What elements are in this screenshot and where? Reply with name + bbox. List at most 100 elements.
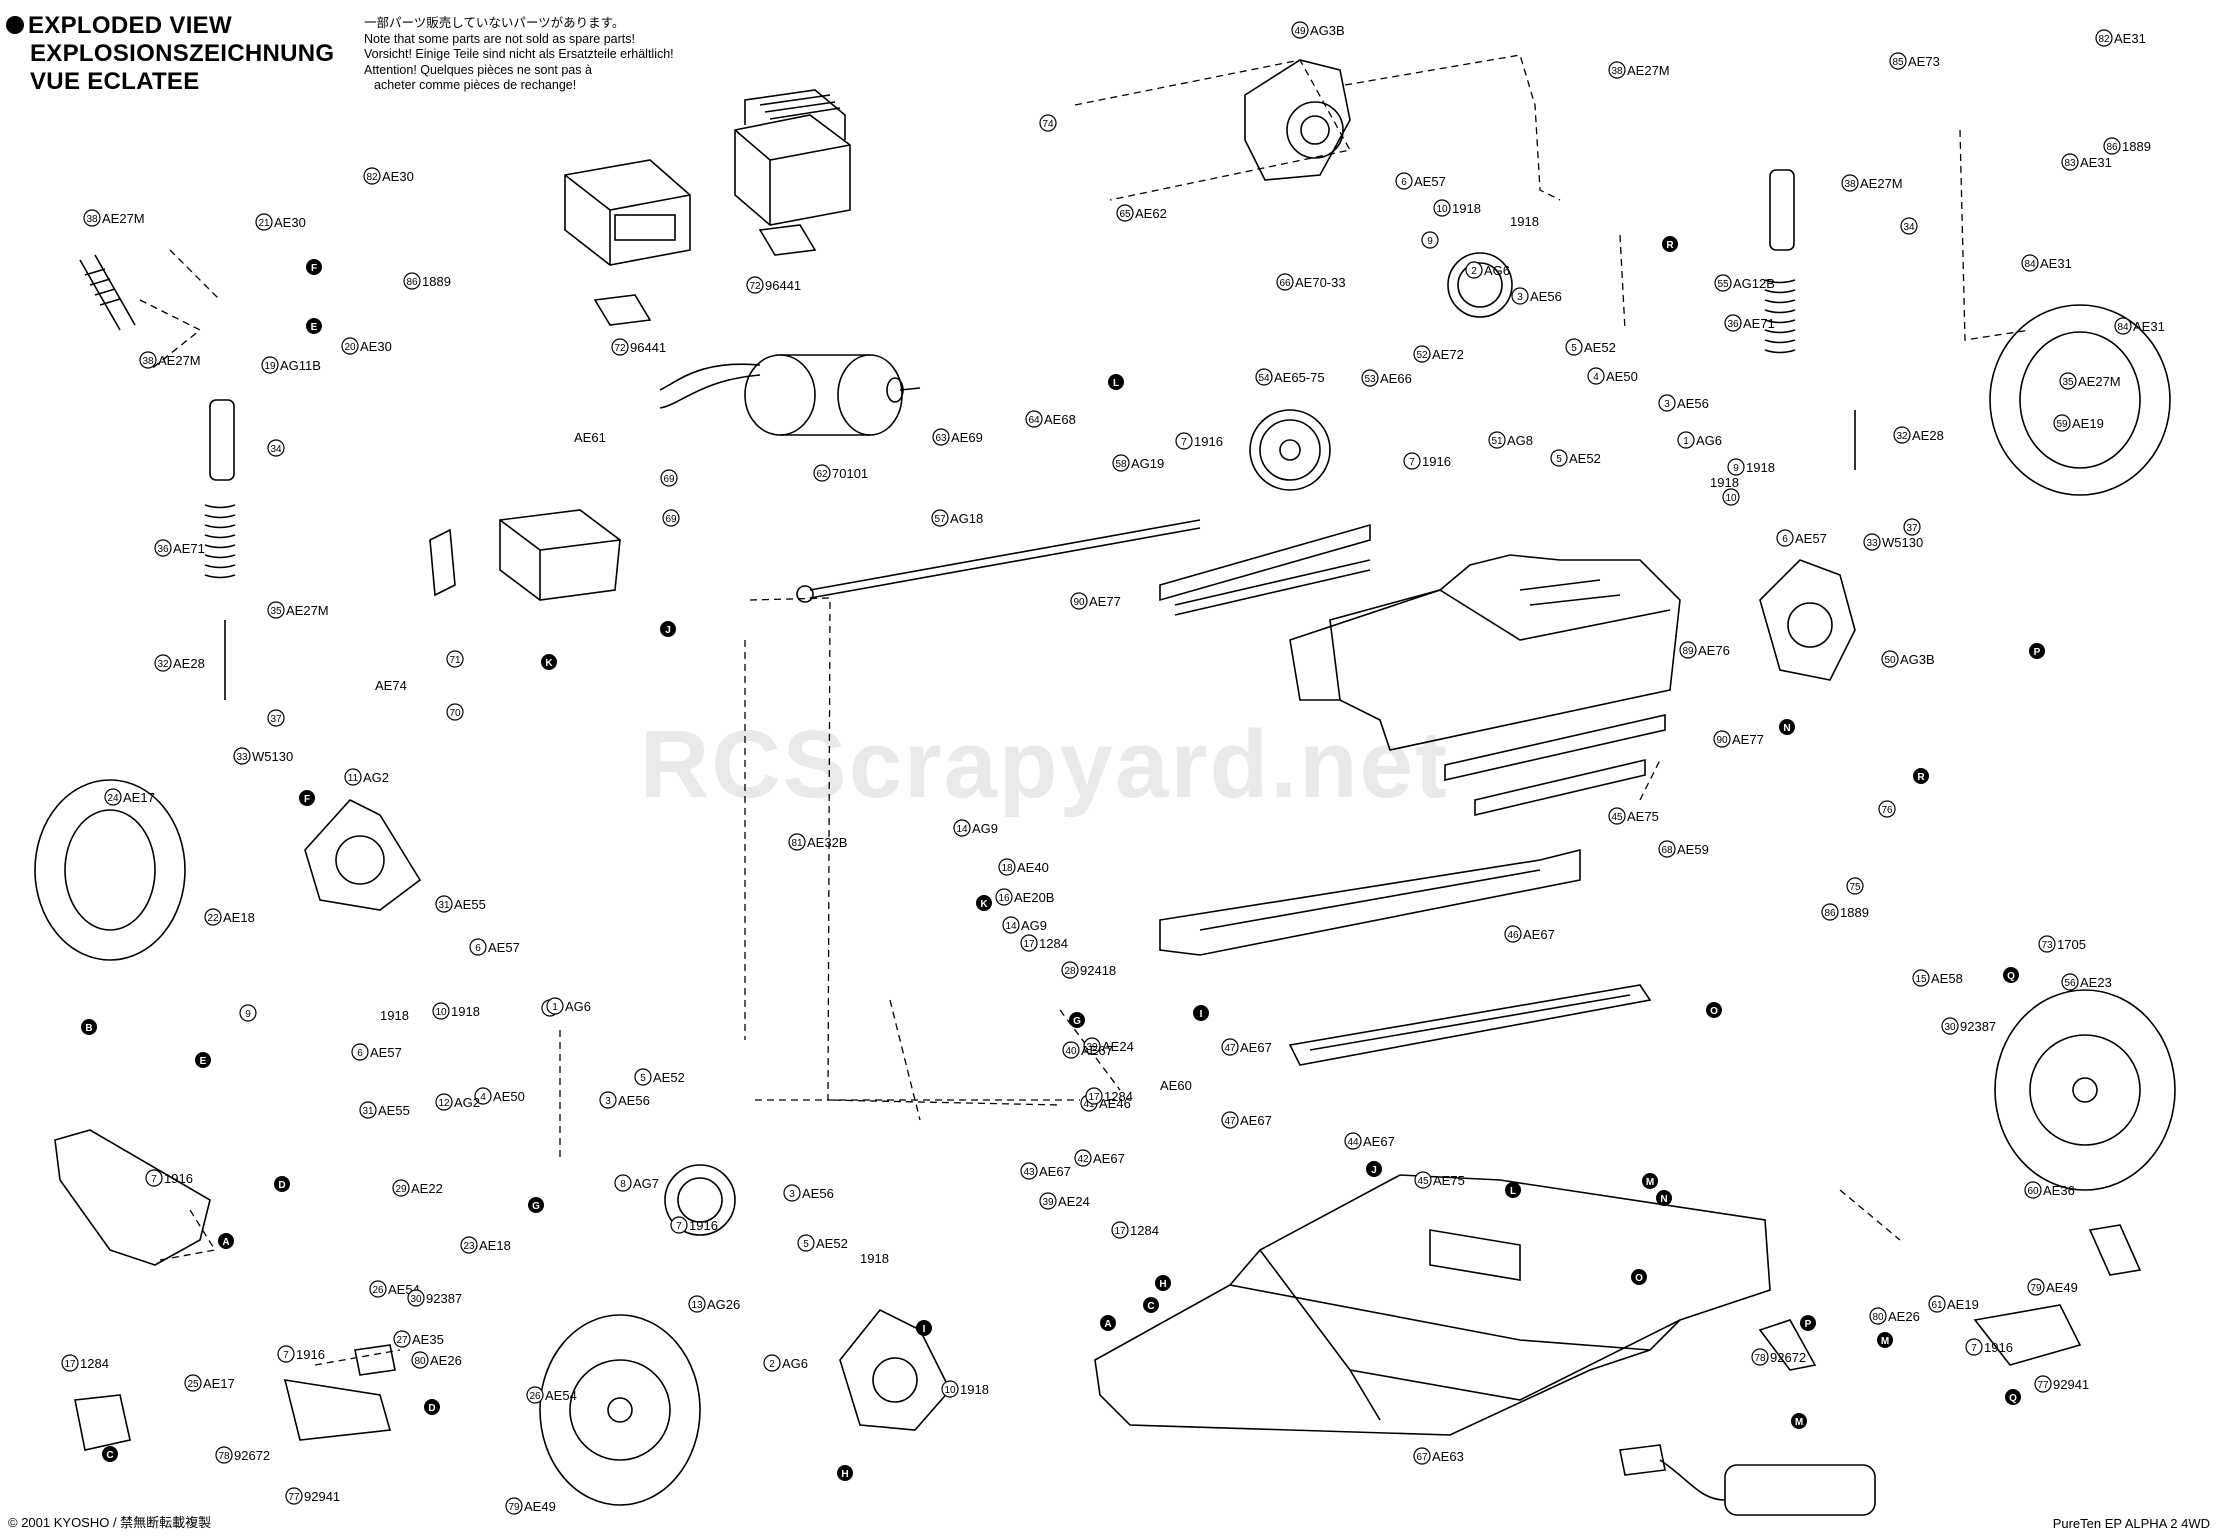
callout-number: 38: [86, 214, 98, 225]
callout-number: 33: [1866, 538, 1878, 549]
marker-dot: [837, 1465, 853, 1481]
callout-number-circle: [783, 1184, 801, 1202]
callout-part-code: 1916: [1422, 454, 1451, 469]
callout-number-circle: [546, 997, 564, 1015]
callout-number: 3: [789, 1189, 795, 1200]
callout-part-code: 1916: [1984, 1340, 2013, 1355]
callout-part-code: AE59: [1677, 842, 1709, 857]
callout-part-code: 1918: [1746, 460, 1775, 475]
callout-part-code: AE71: [173, 541, 205, 556]
callout-number: 5: [1556, 454, 1562, 465]
marker-letter: M: [1881, 1336, 1889, 1347]
callout-number-circle: [1724, 314, 1742, 332]
callout-part-code: AG3B: [1310, 23, 1345, 38]
callout-part-code: 92418: [1080, 963, 1116, 978]
callout-number: 56: [2064, 978, 2076, 989]
callout-number-circle: [1061, 961, 1079, 979]
marker-dot: [1642, 1173, 1658, 1189]
part-callout: 71: [446, 650, 464, 668]
callout-part-code: 1889: [2122, 139, 2151, 154]
callout-number-circle: [2061, 973, 2079, 991]
callout-number-circle: [215, 1446, 233, 1464]
part-callout: 34: [1900, 217, 1918, 235]
rear-left-wheel: [539, 1314, 701, 1506]
callout-number-circle: [763, 1354, 781, 1372]
callout-number-circle: [255, 213, 273, 231]
shock-body-left: [204, 399, 236, 700]
callout-part-code: AE17: [203, 1376, 235, 1391]
shock-front-left: [79, 254, 136, 331]
callout-part-code: AE73: [1908, 54, 1940, 69]
callout-number: 79: [2030, 1283, 2042, 1294]
callout-part-code: AE67: [1081, 1043, 1113, 1058]
callout-number: 33: [236, 752, 248, 763]
callout-part-code: 92672: [234, 1448, 270, 1463]
callout-number: 26: [529, 1391, 541, 1402]
marker-letter: C: [1147, 1301, 1154, 1312]
front-bumper: [54, 1129, 211, 1266]
marker-dot: [218, 1233, 234, 1249]
marker-letter: L: [1113, 378, 1119, 389]
callout-part-code: AE57: [370, 1045, 402, 1060]
callout-part-code: AE67: [1093, 1151, 1125, 1166]
callout-number: 17: [64, 1359, 76, 1370]
callout-number: 78: [218, 1451, 230, 1462]
part-callout: 70: [446, 703, 464, 721]
callout-part-code: AG2: [454, 1095, 480, 1110]
callout-number-circle: [392, 1179, 410, 1197]
main-chassis: [1094, 1174, 1771, 1436]
callout-number-circle: [1893, 426, 1911, 444]
connection-marker: K: [976, 895, 992, 911]
copyright: © 2001 KYOSHO / 禁無断転載複製: [8, 1515, 212, 1530]
callout-number: 7: [676, 1221, 682, 1232]
callout-part-code: AG9: [972, 821, 998, 836]
connection-marker: F: [306, 259, 322, 275]
callout-part-code: AE40: [1017, 860, 1049, 875]
callout-part-code: AE75: [1433, 1173, 1465, 1188]
callout-number: 45: [1611, 812, 1623, 823]
body-shell: [1289, 554, 1681, 751]
callout-number: 34: [270, 444, 282, 455]
callout-number-circle: [1677, 431, 1695, 449]
callout-number: 80: [1872, 1312, 1884, 1323]
connection-marker: I: [1193, 1005, 1209, 1021]
marker-letter: P: [2034, 647, 2041, 658]
callout-number: 69: [665, 514, 677, 525]
marker-dot: [1779, 719, 1795, 735]
callout-number: 52: [1416, 350, 1428, 361]
callout-number: 60: [2027, 1186, 2039, 1197]
callout-number: 10: [1725, 493, 1737, 504]
marker-dot: [2029, 643, 2045, 659]
callout-number: 38: [142, 356, 154, 367]
callout-number: 25: [187, 1379, 199, 1390]
callout-number: 64: [1028, 415, 1040, 426]
callout-part-code: AG9: [1021, 918, 1047, 933]
callout-number-circle: [1413, 1447, 1431, 1465]
callout-number: 77: [288, 1492, 300, 1503]
marker-letter: B: [85, 1023, 92, 1034]
callout-number-circle: [1074, 1149, 1092, 1167]
callout-part-code: 70101: [832, 466, 868, 481]
callout-part-code: 92941: [304, 1489, 340, 1504]
